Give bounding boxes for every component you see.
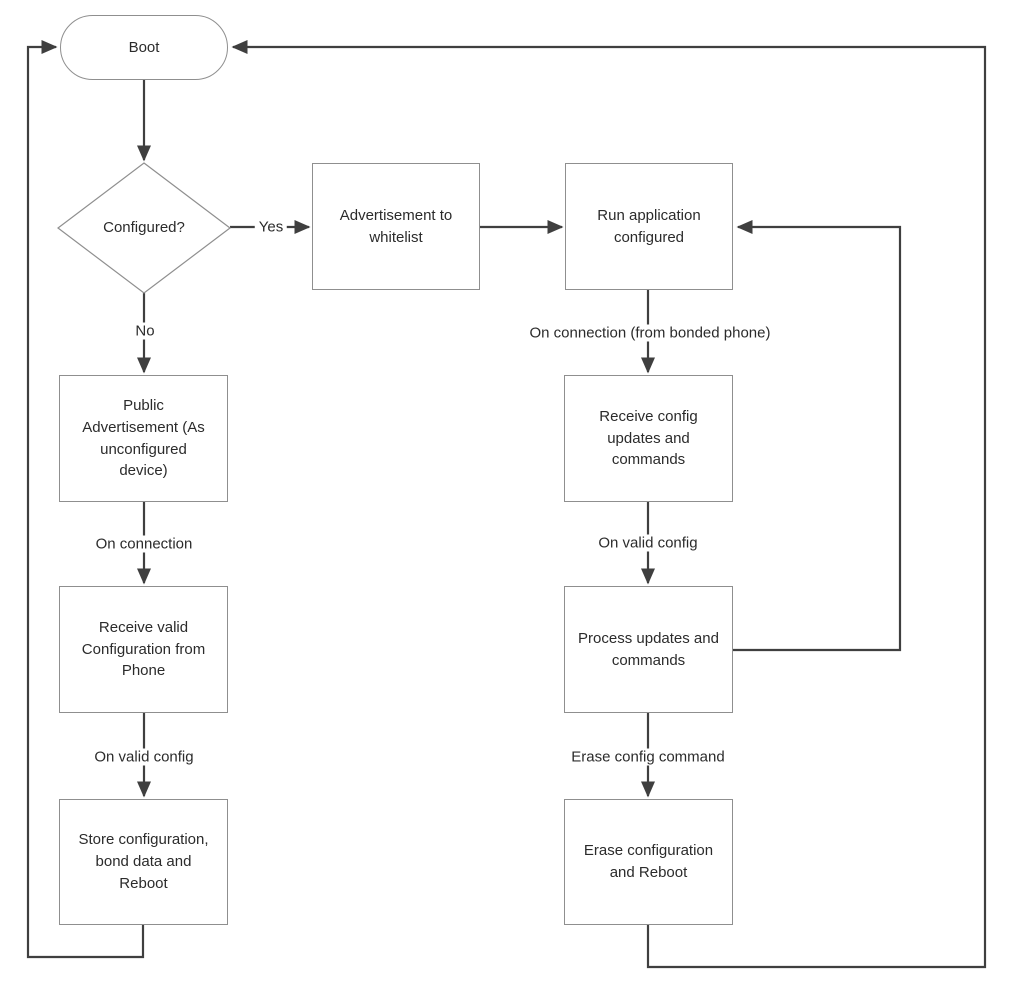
- node-advertisement-whitelist: Advertisement to whitelist: [312, 163, 480, 290]
- edge-store-boot-loop: [26, 40, 145, 959]
- edge-label-yes: Yes: [254, 218, 288, 236]
- node-receive-config-updates: Receive config updates and commands: [564, 375, 733, 502]
- node-boot: Boot: [60, 15, 228, 80]
- edge-process-run-application-loop: [733, 220, 902, 652]
- edge-label-on-connection-bonded-phone: On connection (from bonded phone): [525, 324, 775, 342]
- node-store-configuration: Store configuration, bond data and Reboo…: [59, 799, 228, 925]
- node-run-application: Run application configured: [565, 163, 733, 290]
- edge-label-on-connection: On connection: [91, 535, 197, 553]
- edge-label-erase-config-command: Erase config command: [567, 748, 729, 766]
- edge-label-on-valid-config-left: On valid config: [90, 748, 198, 766]
- decision-diamond-shape: [57, 162, 231, 294]
- edge-label-on-valid-config-right: On valid config: [594, 534, 702, 552]
- node-erase-configuration: Erase configuration and Reboot: [564, 799, 733, 925]
- node-receive-valid-configuration: Receive valid Configuration from Phone: [59, 586, 228, 713]
- node-public-advertisement: Public Advertisement (As unconfigured de…: [59, 375, 228, 502]
- edge-erase-boot-loop: [231, 40, 987, 969]
- node-configured-decision: Configured?: [103, 219, 185, 237]
- node-process-updates: Process updates and commands: [564, 586, 733, 713]
- edge-label-no: No: [131, 322, 159, 340]
